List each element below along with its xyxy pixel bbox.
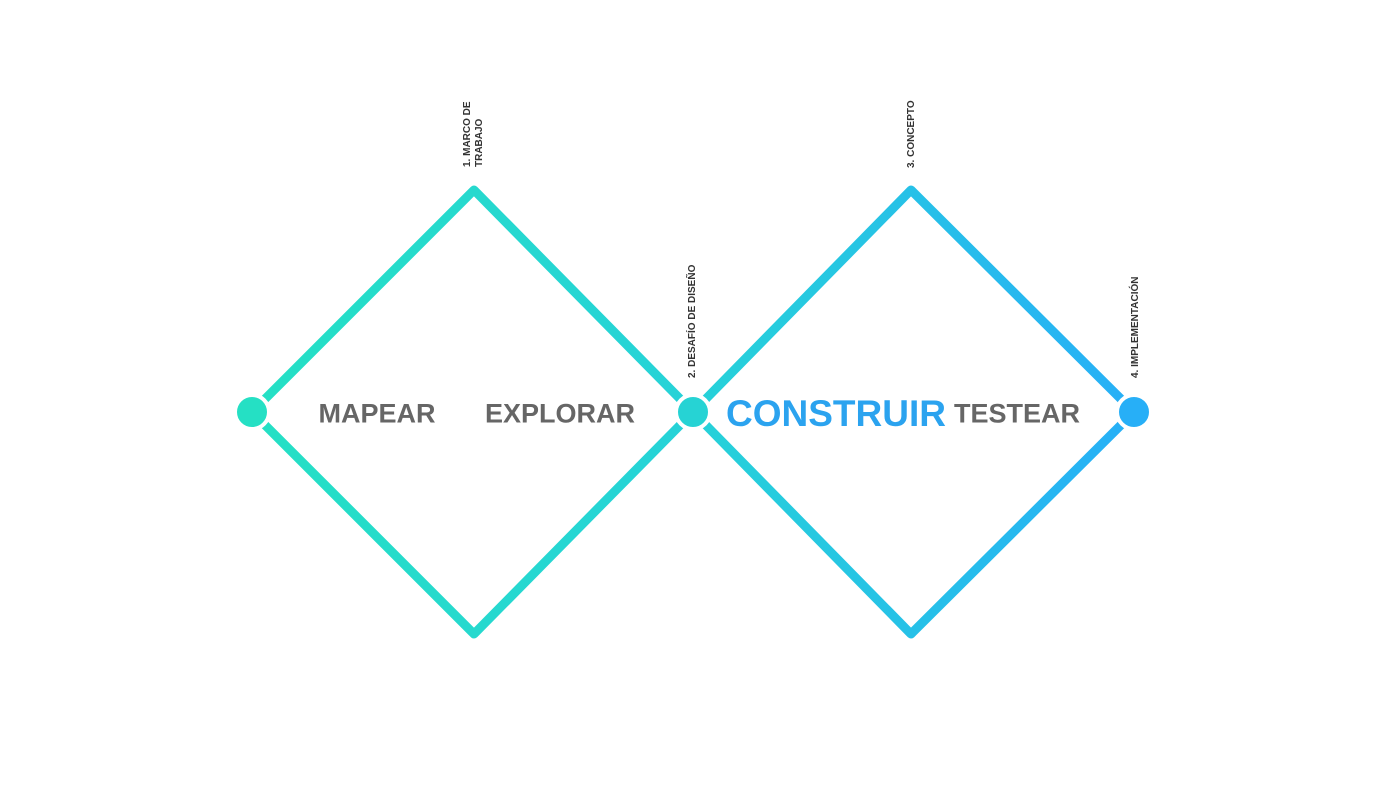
phase-label-explorar: EXPLORAR xyxy=(484,398,636,429)
phase-label-testear: TESTEAR xyxy=(953,398,1081,429)
milestone-label-line: 3. CONCEPTO xyxy=(906,100,917,168)
milestone-label-implementacion: 4. IMPLEMENTACIÓN xyxy=(1130,277,1142,378)
milestone-label-desafio-de-diseno: 2. DESAFÍO DE DISEÑO xyxy=(687,265,699,378)
milestone-label-line: 2. DESAFÍO DE DISEÑO xyxy=(687,264,698,378)
milestone-label-line: TRABAJO xyxy=(474,118,485,167)
milestone-label-marco-de-trabajo: 1. MARCO DE TRABAJO xyxy=(462,101,486,167)
middle-node xyxy=(674,393,712,431)
end-node xyxy=(1115,393,1153,431)
phase-label-construir: CONSTRUIR xyxy=(726,393,946,434)
phase-label-mapear: MAPEAR xyxy=(318,398,436,429)
milestone-label-concepto: 3. CONCEPTO xyxy=(906,100,918,168)
milestone-label-line: 4. IMPLEMENTACIÓN xyxy=(1130,276,1141,378)
milestone-label-line: 1. MARCO DE xyxy=(462,101,473,167)
start-node xyxy=(233,393,271,431)
